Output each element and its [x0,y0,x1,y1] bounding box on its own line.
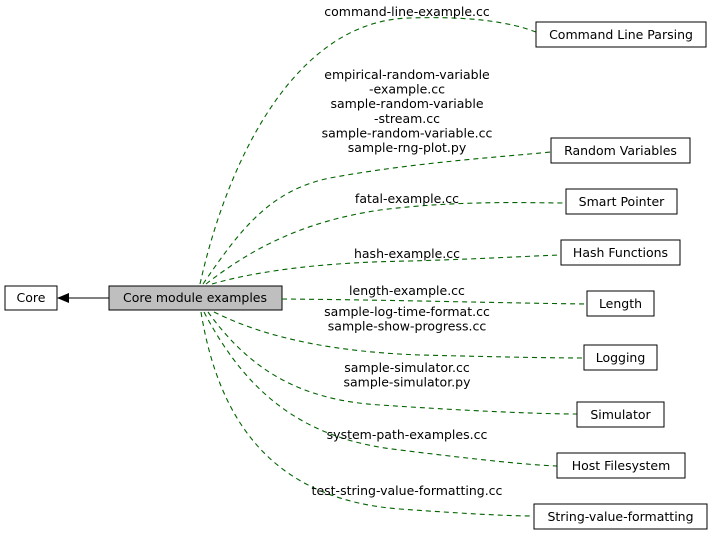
edge-label-host-filesystem[interactable]: system-path-examples.cc [327,427,488,442]
node-core-module-examples[interactable]: Core module examples [108,285,283,311]
node-smart-pointer[interactable]: Smart Pointer [565,188,678,215]
edge-string-value-formatting [200,311,535,517]
node-box [586,290,655,317]
node-host-filesystem[interactable]: Host Filesystem [556,452,686,479]
file-link[interactable]: sample-simulator.cc [344,360,470,375]
edge-label-smart-pointer[interactable]: fatal-example.cc [355,191,459,206]
edge-label-string-value-formatting[interactable]: test-string-value-formatting.cc [312,483,503,498]
node-core-label: Core [17,290,46,305]
file-link[interactable]: sample-log-time-format.cc [324,304,490,319]
node-command-line-parsing[interactable]: Command Line Parsing [535,21,707,48]
file-link[interactable]: length-example.cc [349,283,465,298]
edges-layer [199,17,588,517]
node-simulator[interactable]: Simulator [576,401,665,428]
node-logging[interactable]: Logging [583,344,658,371]
edge-label-command-line-parsing[interactable]: command-line-example.cc [324,4,490,19]
edge-hash-functions [211,254,562,285]
node-label: String-value-formatting [547,509,693,524]
file-link[interactable]: sample-simulator.py [343,375,471,390]
node-box [556,452,686,479]
node-label: Logging [596,350,646,365]
edge-smart-pointer [205,202,567,285]
file-link[interactable]: test-string-value-formatting.cc [312,483,503,498]
file-link[interactable]: sample-random-variable [330,96,483,111]
node-box [565,188,678,215]
node-length[interactable]: Length [586,290,655,317]
file-link[interactable]: command-line-example.cc [324,4,490,19]
edge-label-hash-functions[interactable]: hash-example.cc [354,246,460,261]
node-label: Smart Pointer [579,194,666,209]
edge-labels-layer: command-line-example.cc empirical-random-… [312,4,503,498]
file-link[interactable]: -example.cc [369,82,445,97]
edge-host-filesystem [203,311,558,467]
edge-label-length[interactable]: length-example.cc [349,283,465,298]
edge-length [281,298,588,305]
file-link[interactable]: fatal-example.cc [355,191,459,206]
node-label: Hash Functions [573,245,668,260]
node-box [560,239,681,266]
file-link[interactable]: hash-example.cc [354,246,460,261]
file-link[interactable]: empirical-random-variable [324,67,490,82]
node-box [550,137,691,164]
node-label: Simulator [590,407,651,422]
node-string-value-formatting[interactable]: String-value-formatting [533,503,708,530]
node-box [576,401,665,428]
node-hash-functions[interactable]: Hash Functions [560,239,681,266]
file-link[interactable]: -stream.cc [374,111,440,126]
node-center-label: Core module examples [123,290,267,305]
node-box [583,344,658,371]
node-box [535,21,707,48]
node-label: Command Line Parsing [549,27,693,42]
edge-logging [213,311,585,359]
node-label: Random Variables [564,143,677,158]
node-random-variables[interactable]: Random Variables [550,137,691,164]
node-box [533,503,708,530]
file-link[interactable]: sample-show-progress.cc [328,319,487,334]
node-label: Length [599,296,642,311]
edge-random-variables [202,151,552,285]
file-link[interactable]: sample-rng-plot.py [348,140,467,155]
node-core[interactable]: Core [4,285,58,311]
node-label: Host Filesystem [572,458,671,473]
file-link[interactable]: sample-random-variable.cc [322,125,493,140]
edge-command-line-parsing [199,17,537,285]
file-link[interactable]: system-path-examples.cc [327,427,488,442]
